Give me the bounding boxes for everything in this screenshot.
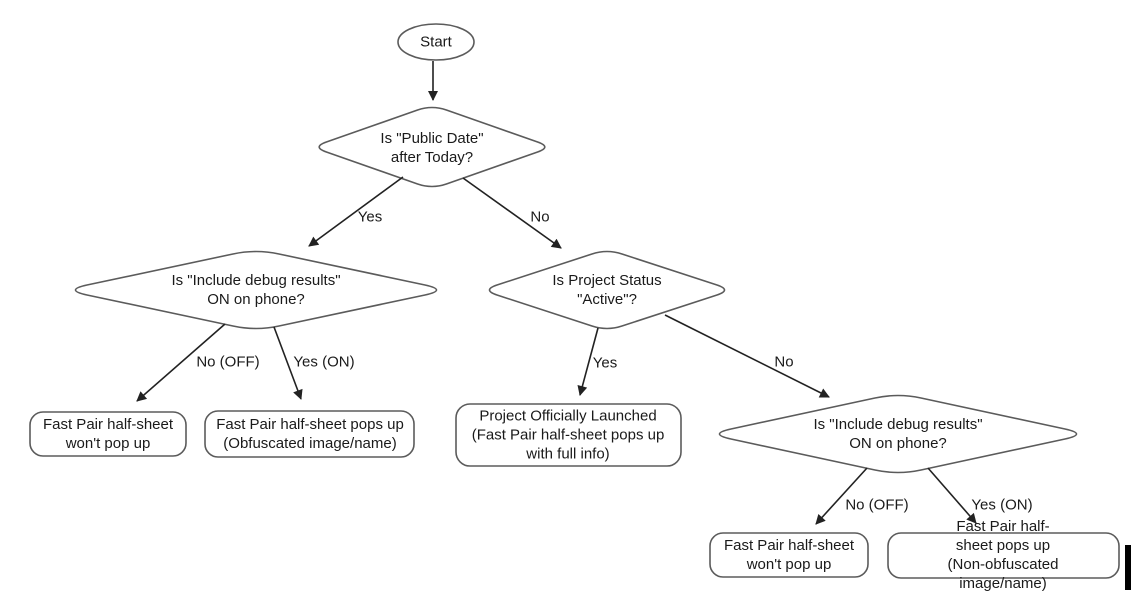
result-no-popup-left-shape bbox=[29, 411, 187, 457]
decision-project-status-shape bbox=[488, 250, 726, 330]
result-no-popup-right-shape bbox=[709, 532, 869, 578]
edge-yes-status bbox=[577, 327, 599, 396]
connector-arrows bbox=[136, 61, 977, 525]
edge-label-no-off-left: No (OFF) bbox=[196, 353, 260, 371]
result-launched-shape bbox=[455, 403, 682, 467]
edge-label-yes-public-date: Yes bbox=[357, 208, 383, 226]
edge-label-no-status: No bbox=[774, 353, 794, 371]
decision-debug-left-label: Is "Include debug results" ON on phone? bbox=[171, 272, 341, 308]
edge-no-status bbox=[664, 314, 830, 398]
decision-project-status-label: Is Project Status "Active"? bbox=[552, 272, 662, 308]
result-no-popup-left-label: Fast Pair half-sheet won't pop up bbox=[42, 416, 174, 452]
edge-label-no-public-date: No bbox=[530, 208, 550, 226]
edge-no-off-right bbox=[815, 467, 868, 525]
node-shapes bbox=[29, 23, 1120, 579]
text-caret[interactable] bbox=[1125, 545, 1131, 590]
decision-debug-right-label: Is "Include debug results" ON on phone? bbox=[813, 416, 983, 452]
start-node-shape bbox=[397, 23, 475, 61]
result-obfuscated-label: Fast Pair half-sheet pops up (Obfuscated… bbox=[216, 416, 404, 452]
decision-public-date-shape bbox=[318, 106, 546, 188]
decision-debug-right-shape bbox=[718, 394, 1078, 474]
result-launched-label: Project Officially Launched (Fast Pair h… bbox=[471, 407, 665, 463]
decision-debug-left-shape bbox=[74, 250, 438, 330]
result-no-popup-right-label: Fast Pair half-sheet won't pop up bbox=[723, 537, 855, 573]
result-non-obfuscated-shape bbox=[887, 532, 1120, 579]
edge-yes-on-left bbox=[273, 326, 303, 400]
start-node-label: Start bbox=[420, 33, 452, 51]
result-obfuscated-shape bbox=[204, 410, 415, 458]
edge-no-off-left bbox=[136, 323, 226, 402]
edge-label-no-off-right: No (OFF) bbox=[845, 496, 909, 514]
result-non-obfuscated-label: Fast Pair half-sheet pops up (Non-obfusc… bbox=[947, 518, 1059, 592]
edge-yes-public-date bbox=[308, 176, 404, 247]
edge-label-yes-on-right: Yes (ON) bbox=[971, 496, 1033, 514]
edge-no-public-date bbox=[462, 177, 562, 249]
edge-label-yes-on-left: Yes (ON) bbox=[293, 353, 355, 371]
edge-label-yes-status: Yes bbox=[592, 354, 618, 372]
edge-yes-on-right bbox=[927, 467, 977, 524]
decision-public-date-label: Is "Public Date" after Today? bbox=[380, 130, 484, 166]
